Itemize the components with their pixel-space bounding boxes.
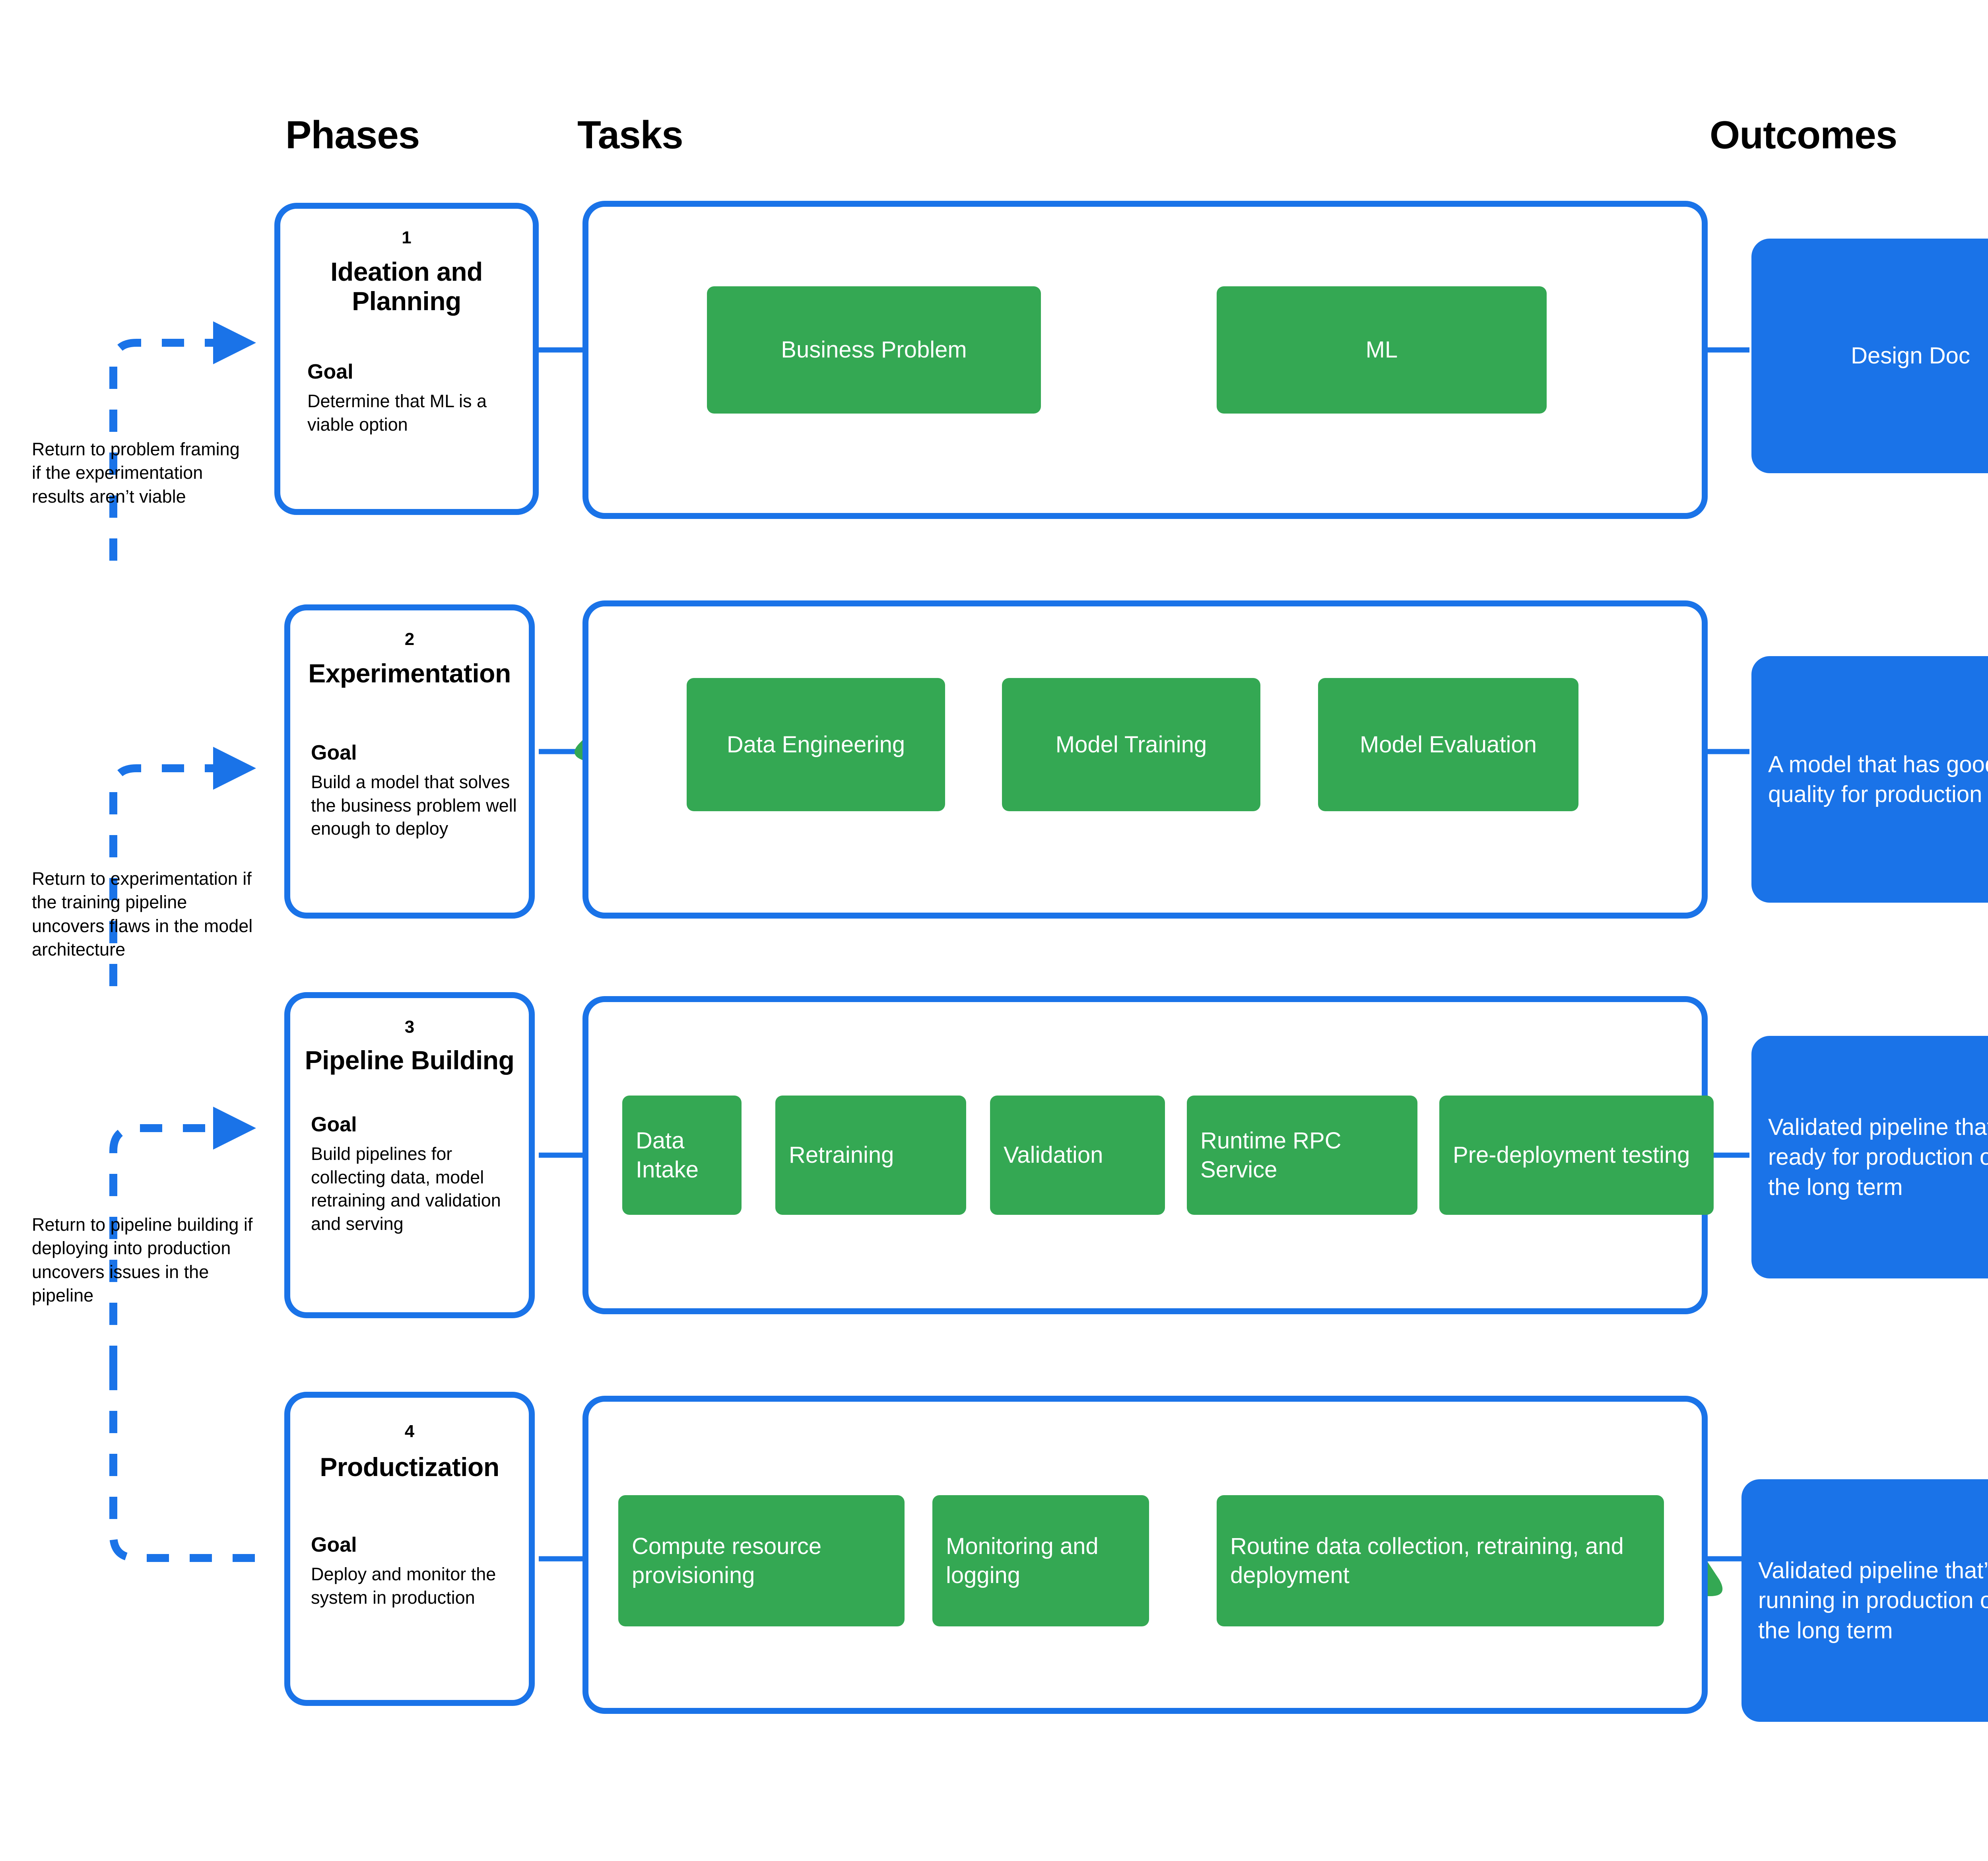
column-header-outcomes: Outcomes (1710, 113, 1897, 157)
task-box[interactable]: Data Engineering (687, 678, 945, 811)
goal-label: Goal (311, 1113, 357, 1136)
goal-label: Goal (307, 360, 353, 383)
phase-card-4[interactable]: 4 Productization Goal Deploy and monitor… (284, 1392, 535, 1706)
phase-number: 1 (402, 228, 412, 247)
phase-number: 3 (404, 1017, 415, 1037)
phase-number: 2 (404, 629, 415, 649)
phase-title: Ideation and Planning (330, 257, 483, 316)
phase-number: 4 (404, 1422, 415, 1441)
outcome-box[interactable]: Validated pipeline that’s running in pro… (1741, 1479, 1988, 1722)
task-box[interactable]: Pre-deployment testing (1439, 1096, 1714, 1215)
goal-text: Build pipelines for collecting data, mod… (311, 1144, 501, 1234)
phase-title: Experimentation (308, 659, 511, 688)
return-note-2: Return to experimentation if the trainin… (32, 868, 253, 960)
goal-text: Deploy and monitor the system in product… (311, 1564, 496, 1608)
phase-title: Productization (320, 1452, 499, 1482)
goal-text: Determine that ML is a viable option (307, 391, 487, 435)
outcome-box[interactable]: Design Doc (1751, 239, 1988, 473)
phase-card-1[interactable]: 1 Ideation and Planning Goal Determine t… (274, 203, 539, 515)
goal-label: Goal (311, 741, 357, 764)
phase-to-task-connectors (539, 347, 582, 1562)
task-box[interactable]: Compute resource provisioning (618, 1495, 905, 1626)
task-box[interactable]: Monitoring and logging (932, 1495, 1149, 1626)
return-note-3: Return to pipeline building if deploying… (32, 1214, 253, 1306)
task-box[interactable]: Model Evaluation (1318, 678, 1578, 811)
outcome-box[interactable]: Validated pipeline that’s ready for prod… (1751, 1036, 1988, 1278)
task-box[interactable]: Routine data collection, retraining, and… (1217, 1495, 1664, 1626)
return-spine-left (109, 1368, 274, 1562)
task-box[interactable]: Runtime RPC Service (1187, 1096, 1417, 1215)
column-header-phases: Phases (285, 113, 420, 157)
phase-card-3[interactable]: 3 Pipeline Building Goal Build pipelines… (284, 992, 535, 1318)
task-box[interactable]: Validation (990, 1096, 1165, 1215)
phase-title: Pipeline Building (305, 1045, 514, 1075)
task-box[interactable]: Retraining (775, 1096, 966, 1215)
task-box[interactable]: ML (1217, 286, 1547, 414)
goal-label: Goal (311, 1533, 357, 1556)
task-to-outcome-connectors (1706, 347, 1749, 1562)
task-box[interactable]: Model Training (1002, 678, 1260, 811)
task-box[interactable]: Business Problem (707, 286, 1041, 414)
outcome-box[interactable]: A model that has good quality for produc… (1751, 656, 1988, 903)
phase-card-2[interactable]: 2 Experimentation Goal Build a model tha… (284, 604, 535, 919)
task-box[interactable]: Data Intake (622, 1096, 742, 1215)
column-header-tasks: Tasks (577, 113, 683, 157)
goal-text: Build a model that solves the business p… (311, 772, 517, 839)
return-note-1: Return to problem framing if the experim… (32, 439, 240, 507)
